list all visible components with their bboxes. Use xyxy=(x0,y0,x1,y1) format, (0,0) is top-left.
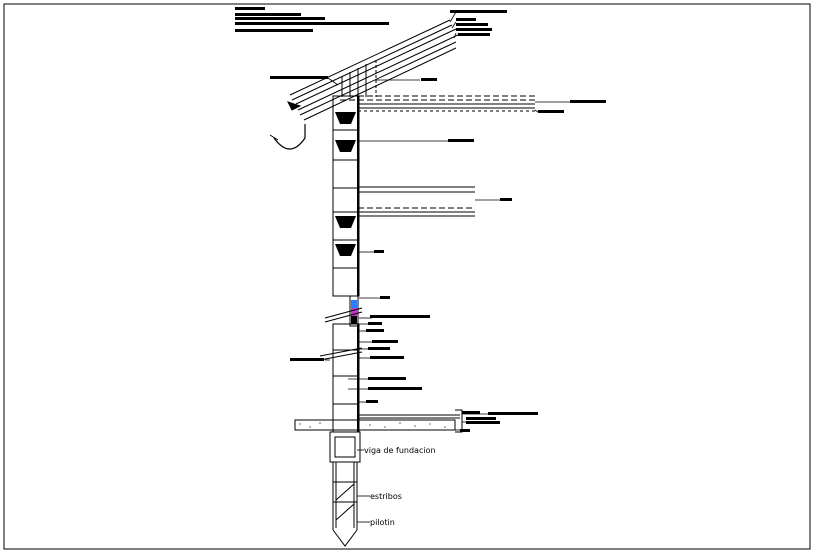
roof-assembly xyxy=(269,19,461,150)
upper-wall xyxy=(332,95,360,297)
foundation-beam xyxy=(329,431,361,463)
window-joint xyxy=(324,295,363,327)
bond-beam-blocks xyxy=(335,112,356,256)
floor-slab xyxy=(358,186,475,217)
callout-leaders xyxy=(325,11,570,523)
ceiling-slab xyxy=(340,95,535,112)
pile xyxy=(332,462,358,547)
pile-label: pilotin xyxy=(370,518,395,527)
lower-wall xyxy=(319,323,363,433)
sheet-border xyxy=(3,3,811,550)
ground-slab xyxy=(294,409,463,433)
redacted-callouts xyxy=(270,10,606,432)
foundation-beam-label: viga de fundacion xyxy=(364,446,436,455)
stirrups-label: estribos xyxy=(370,492,402,501)
title-block-marks xyxy=(235,7,389,32)
